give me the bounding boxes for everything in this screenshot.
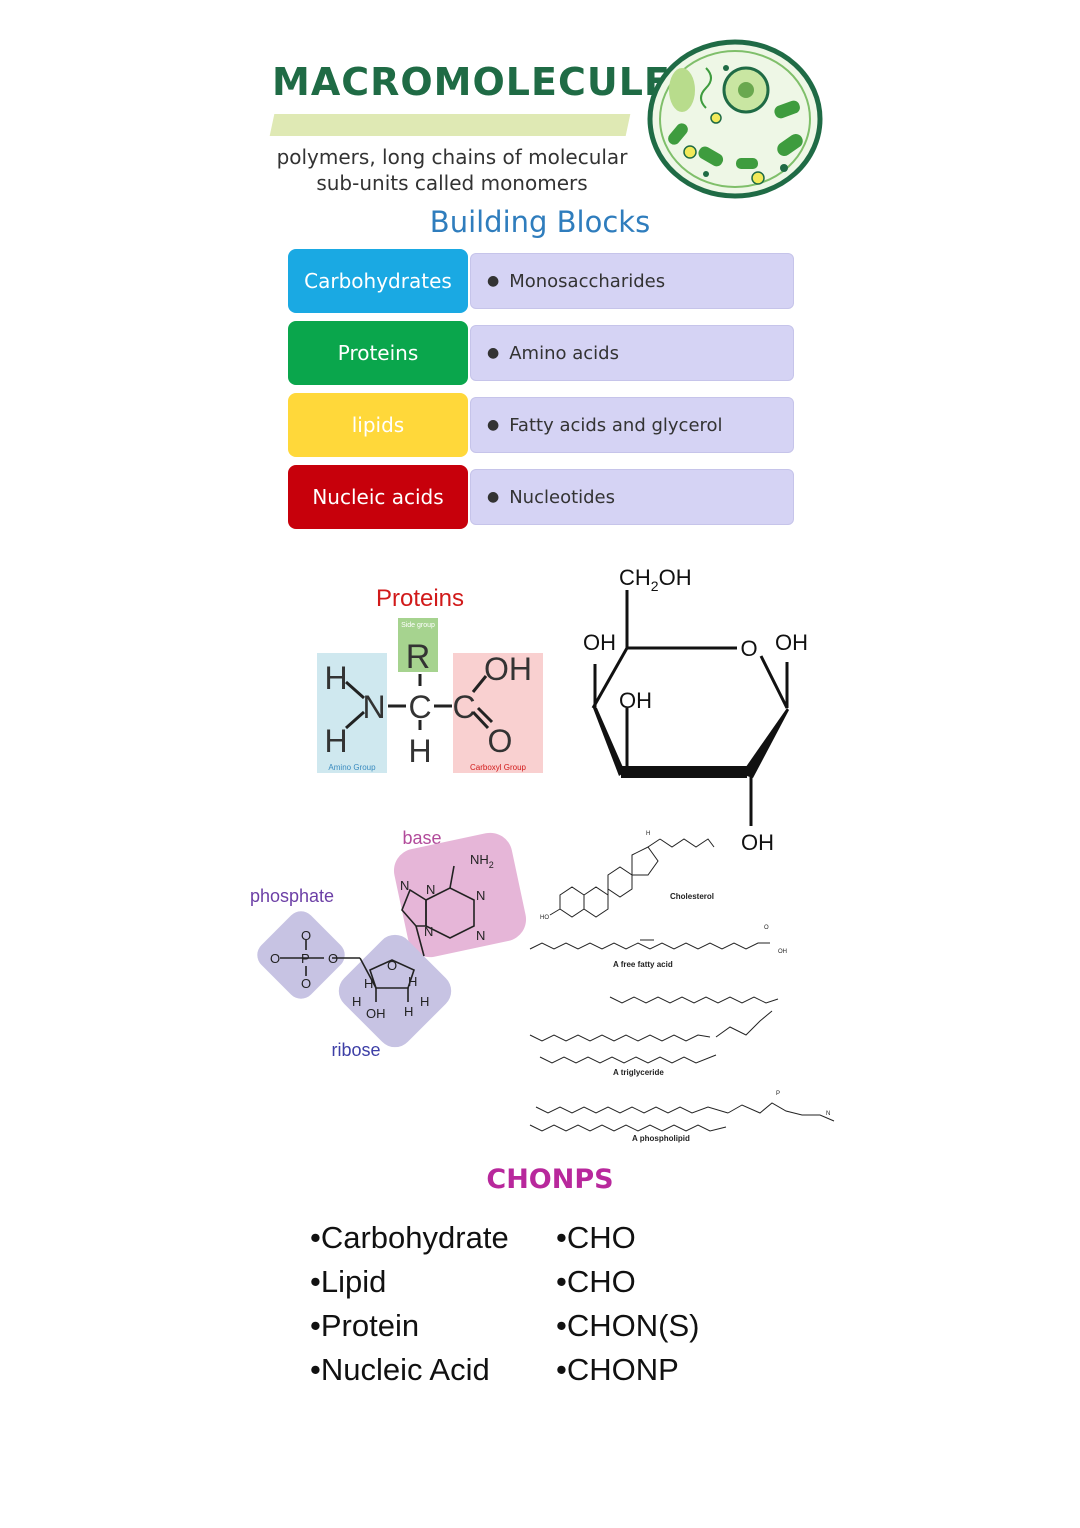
chonps-heading: CHONPS xyxy=(486,1164,614,1195)
oh-label: OH xyxy=(366,1006,386,1021)
o-atom: O xyxy=(488,723,513,759)
phosphate-label: phosphate xyxy=(250,886,334,906)
oh-label: OH xyxy=(619,688,652,713)
r-group-symbol: R xyxy=(406,638,431,676)
category-label-lipids: lipids xyxy=(288,393,468,457)
o-atom: O xyxy=(301,976,311,991)
ribose-highlight xyxy=(338,934,452,1048)
h-atom: H xyxy=(420,994,429,1009)
monomer-cell: ●Amino acids xyxy=(470,325,794,381)
vacuole-shape xyxy=(669,68,695,112)
macromolecule-name: •Lipid xyxy=(310,1264,387,1299)
monomer-label: Amino acids xyxy=(509,342,619,364)
element-composition: •CHON(S) xyxy=(556,1308,700,1343)
category-label-proteins: Proteins xyxy=(288,321,468,385)
h-atom: H xyxy=(646,831,650,837)
amino-acid-title: Proteins xyxy=(376,585,464,612)
nucleotide-diagram: base phosphate ribose NH2 N N N N N O O … xyxy=(250,828,527,1060)
amino-acid-diagram: Proteins Side group R H H N C C H OH O A… xyxy=(317,585,543,773)
h-atom: H xyxy=(404,1004,413,1019)
element-composition: •CHO xyxy=(556,1264,636,1299)
oh-label: OH xyxy=(741,830,774,855)
h-atom: H xyxy=(408,733,431,769)
glucose-structure: CH2OH O OH OH OH OH xyxy=(583,565,808,855)
alpha-c-atom: C xyxy=(408,689,431,725)
n-atom: N xyxy=(400,878,409,893)
h-atom: H xyxy=(364,976,373,991)
cell-illustration xyxy=(647,39,823,199)
page-subtitle: polymers, long chains of molecular sub-u… xyxy=(276,145,628,195)
phosphate-highlight xyxy=(257,911,345,999)
n-atom: N xyxy=(476,888,485,903)
amino-group-box xyxy=(317,653,387,773)
lipid-structures: Cholesterol HO O OH A free fatty acid A … xyxy=(529,831,835,1143)
ribose-label: ribose xyxy=(331,1040,380,1060)
monomer-label: Nucleotides xyxy=(509,486,616,508)
h-atom: H xyxy=(324,723,347,759)
ch2oh-label: CH2OH xyxy=(619,565,692,594)
n-atom: N xyxy=(826,1111,830,1117)
n-atom: N xyxy=(424,924,433,939)
monomer-cell: ●Fatty acids and glycerol xyxy=(470,397,794,453)
carboxyl-group-label: Carboxyl Group xyxy=(470,763,527,772)
o-atom: O xyxy=(387,958,397,973)
triglyceride-label: A triglyceride xyxy=(613,1068,664,1077)
title-underline xyxy=(269,114,631,136)
o-atom: O xyxy=(301,928,311,943)
p-atom: P xyxy=(776,1091,780,1097)
monomer-cell: ●Monosaccharides xyxy=(470,253,794,309)
category-label-nucleic-acids: Nucleic acids xyxy=(288,465,468,529)
h-atom: H xyxy=(408,974,417,989)
building-block-row: Nucleic acids ●Nucleotides xyxy=(288,465,794,529)
macromolecule-name: •Carbohydrate xyxy=(310,1220,509,1255)
h-atom: H xyxy=(324,660,347,696)
h-atom: H xyxy=(352,994,361,1009)
monomer-label: Fatty acids and glycerol xyxy=(509,414,723,436)
o-atom: O xyxy=(328,951,338,966)
macromolecule-name: •Protein xyxy=(310,1308,420,1343)
base-highlight xyxy=(393,832,527,958)
macromolecule-name: •Nucleic Acid xyxy=(310,1352,490,1387)
oh-label: OH xyxy=(775,630,808,655)
o-atom: O xyxy=(270,951,280,966)
category-label-carbohydrates: Carbohydrates xyxy=(288,249,468,313)
building-blocks-heading: Building Blocks xyxy=(429,205,651,239)
base-label: base xyxy=(402,828,441,848)
monomer-cell: ●Nucleotides xyxy=(470,469,794,525)
element-composition: •CHO xyxy=(556,1220,636,1255)
carboxyl-group-box xyxy=(453,653,543,773)
building-block-row: Carbohydrates ●Monosaccharides xyxy=(288,249,794,313)
carboxyl-c-atom: C xyxy=(452,689,475,725)
ho-label: HO xyxy=(540,915,549,921)
oh-group: OH xyxy=(484,651,532,687)
cholesterol-label: Cholesterol xyxy=(670,892,714,901)
amino-group-label: Amino Group xyxy=(328,763,376,772)
oh-label: OH xyxy=(778,949,787,955)
nh2-label: NH2 xyxy=(470,852,494,870)
n-atom: N xyxy=(426,882,435,897)
building-block-row: lipids ●Fatty acids and glycerol xyxy=(288,393,794,457)
side-group-label: Side group xyxy=(401,622,435,629)
fatty-acid-label: A free fatty acid xyxy=(613,960,673,969)
n-atom: N xyxy=(362,689,385,725)
ring-oxygen: O xyxy=(740,636,757,661)
p-atom: P xyxy=(301,951,310,966)
side-group-box xyxy=(398,618,438,672)
n-atom: N xyxy=(476,928,485,943)
o-atom: O xyxy=(764,925,769,931)
phospholipid-label: A phospholipid xyxy=(632,1134,690,1143)
building-block-row: Proteins ●Amino acids xyxy=(288,321,794,385)
monomer-label: Monosaccharides xyxy=(509,270,666,292)
page-title: MACROMOLECULES xyxy=(272,60,700,104)
element-composition: •CHONP xyxy=(556,1352,679,1387)
oh-label: OH xyxy=(583,630,616,655)
